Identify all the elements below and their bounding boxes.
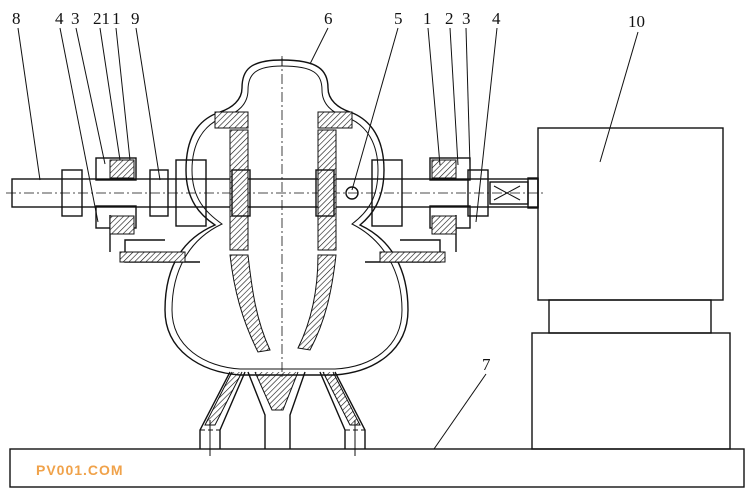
impeller [214, 111, 353, 353]
label-10: 10 [628, 12, 645, 31]
label-8: 8 [12, 9, 21, 28]
bearing-brackets [109, 215, 457, 263]
watermark: PV001.COM [36, 462, 124, 478]
label-4-right: 4 [492, 9, 501, 28]
label-1-left: 1 [112, 9, 121, 28]
part-labels: 8 4 3 21 1 9 6 5 1 2 3 4 10 7 [12, 9, 645, 374]
label-3-left: 3 [71, 9, 80, 28]
base-plate [9, 448, 745, 488]
pump-casing [164, 56, 409, 380]
label-2-right: 2 [445, 9, 454, 28]
label-21: 21 [93, 9, 110, 28]
label-9: 9 [131, 9, 140, 28]
label-3-right: 3 [462, 9, 471, 28]
motor [489, 127, 724, 301]
leader-lines [17, 27, 639, 450]
label-5: 5 [394, 9, 403, 28]
shaft [6, 178, 545, 208]
motor-support [531, 299, 731, 450]
right-bearing-group [315, 157, 489, 235]
label-1-right: 1 [423, 9, 432, 28]
label-4-left: 4 [55, 9, 64, 28]
label-7: 7 [482, 355, 491, 374]
left-bearing-group [61, 157, 251, 235]
label-6: 6 [324, 9, 333, 28]
casing-pedestals [199, 371, 366, 456]
